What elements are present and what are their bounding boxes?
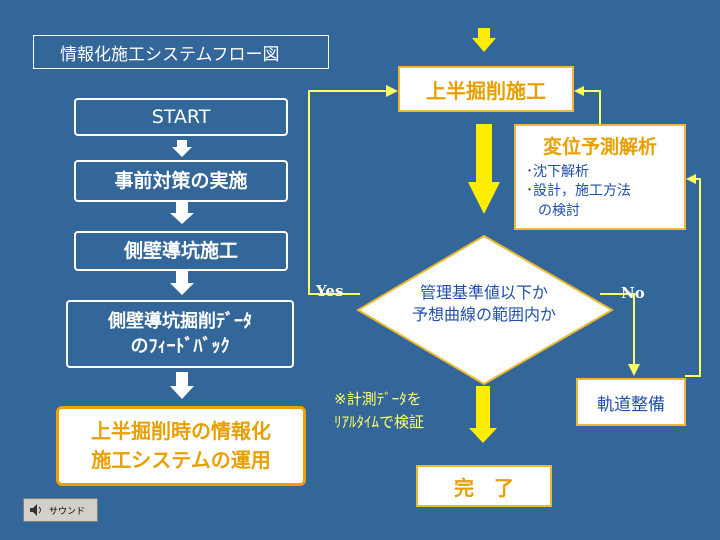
verification-note: ※計測ﾃﾞｰﾀを ﾘｱﾙﾀｲﾑで検証 — [334, 388, 424, 433]
prediction-title: 変位予測解析 — [542, 136, 657, 158]
note-line-1: ※計測ﾃﾞｰﾀを — [334, 390, 422, 408]
feedback-box: 側壁導坑掘削ﾃﾞｰﾀ のﾌｨｰﾄﾞﾊﾞｯｸ — [66, 300, 294, 368]
finish-box: 完 了 — [416, 465, 552, 507]
down-arrow — [170, 271, 194, 295]
info-system-line-2: 施工システムの運用 — [91, 448, 271, 472]
side-drift-box: 側壁導坑施工 — [74, 231, 288, 271]
prediction-box: 変位予測解析 ･沈下解析 ･設計，施工方法 の検討 — [514, 124, 686, 230]
speaker-icon — [30, 504, 41, 516]
note-line-2: ﾘｱﾙﾀｲﾑで検証 — [334, 412, 425, 431]
no-label: No — [621, 284, 645, 302]
pre-measures-box: 事前対策の実施 — [74, 160, 288, 202]
decision-diamond — [356, 234, 614, 386]
prediction-item: ･設計，施工方法 — [526, 183, 631, 199]
down-arrow — [170, 201, 194, 224]
decision-text: 管理基準値以下か 予想曲線の範囲内か — [384, 282, 584, 325]
down-arrow — [469, 386, 497, 443]
info-system-box: 上半掘削時の情報化 施工システムの運用 — [56, 406, 306, 486]
info-system-line-1: 上半掘削時の情報化 — [91, 419, 271, 443]
prediction-item: の検討 — [538, 203, 580, 219]
feedback-line-1: 側壁導坑掘削ﾃﾞｰﾀ — [108, 310, 252, 332]
decision-line-2: 予想曲線の範囲内か — [411, 304, 556, 324]
track-maintenance-box: 軌道整備 — [576, 378, 686, 426]
sound-button[interactable]: サウンド — [23, 498, 98, 522]
down-arrow — [468, 124, 500, 214]
down-arrows-left — [170, 140, 194, 399]
diagram-title: 情報化施工システムフロー図 — [33, 35, 329, 69]
sound-label: サウンド — [49, 506, 86, 517]
down-arrow — [172, 140, 192, 157]
loop-arrowheads — [386, 85, 696, 376]
down-arrow — [170, 372, 194, 399]
prediction-item: ･沈下解析 — [526, 164, 589, 180]
feedback-line-2: のﾌｨｰﾄﾞﾊﾞｯｸ — [130, 336, 230, 357]
yes-label: Yes — [316, 282, 344, 300]
down-arrows-yellow — [468, 28, 500, 443]
start-box: START — [74, 98, 288, 136]
down-arrow — [472, 28, 496, 52]
decision-line-1: 管理基準値以下か — [419, 283, 548, 302]
excavation-box: 上半掘削施工 — [398, 66, 574, 112]
